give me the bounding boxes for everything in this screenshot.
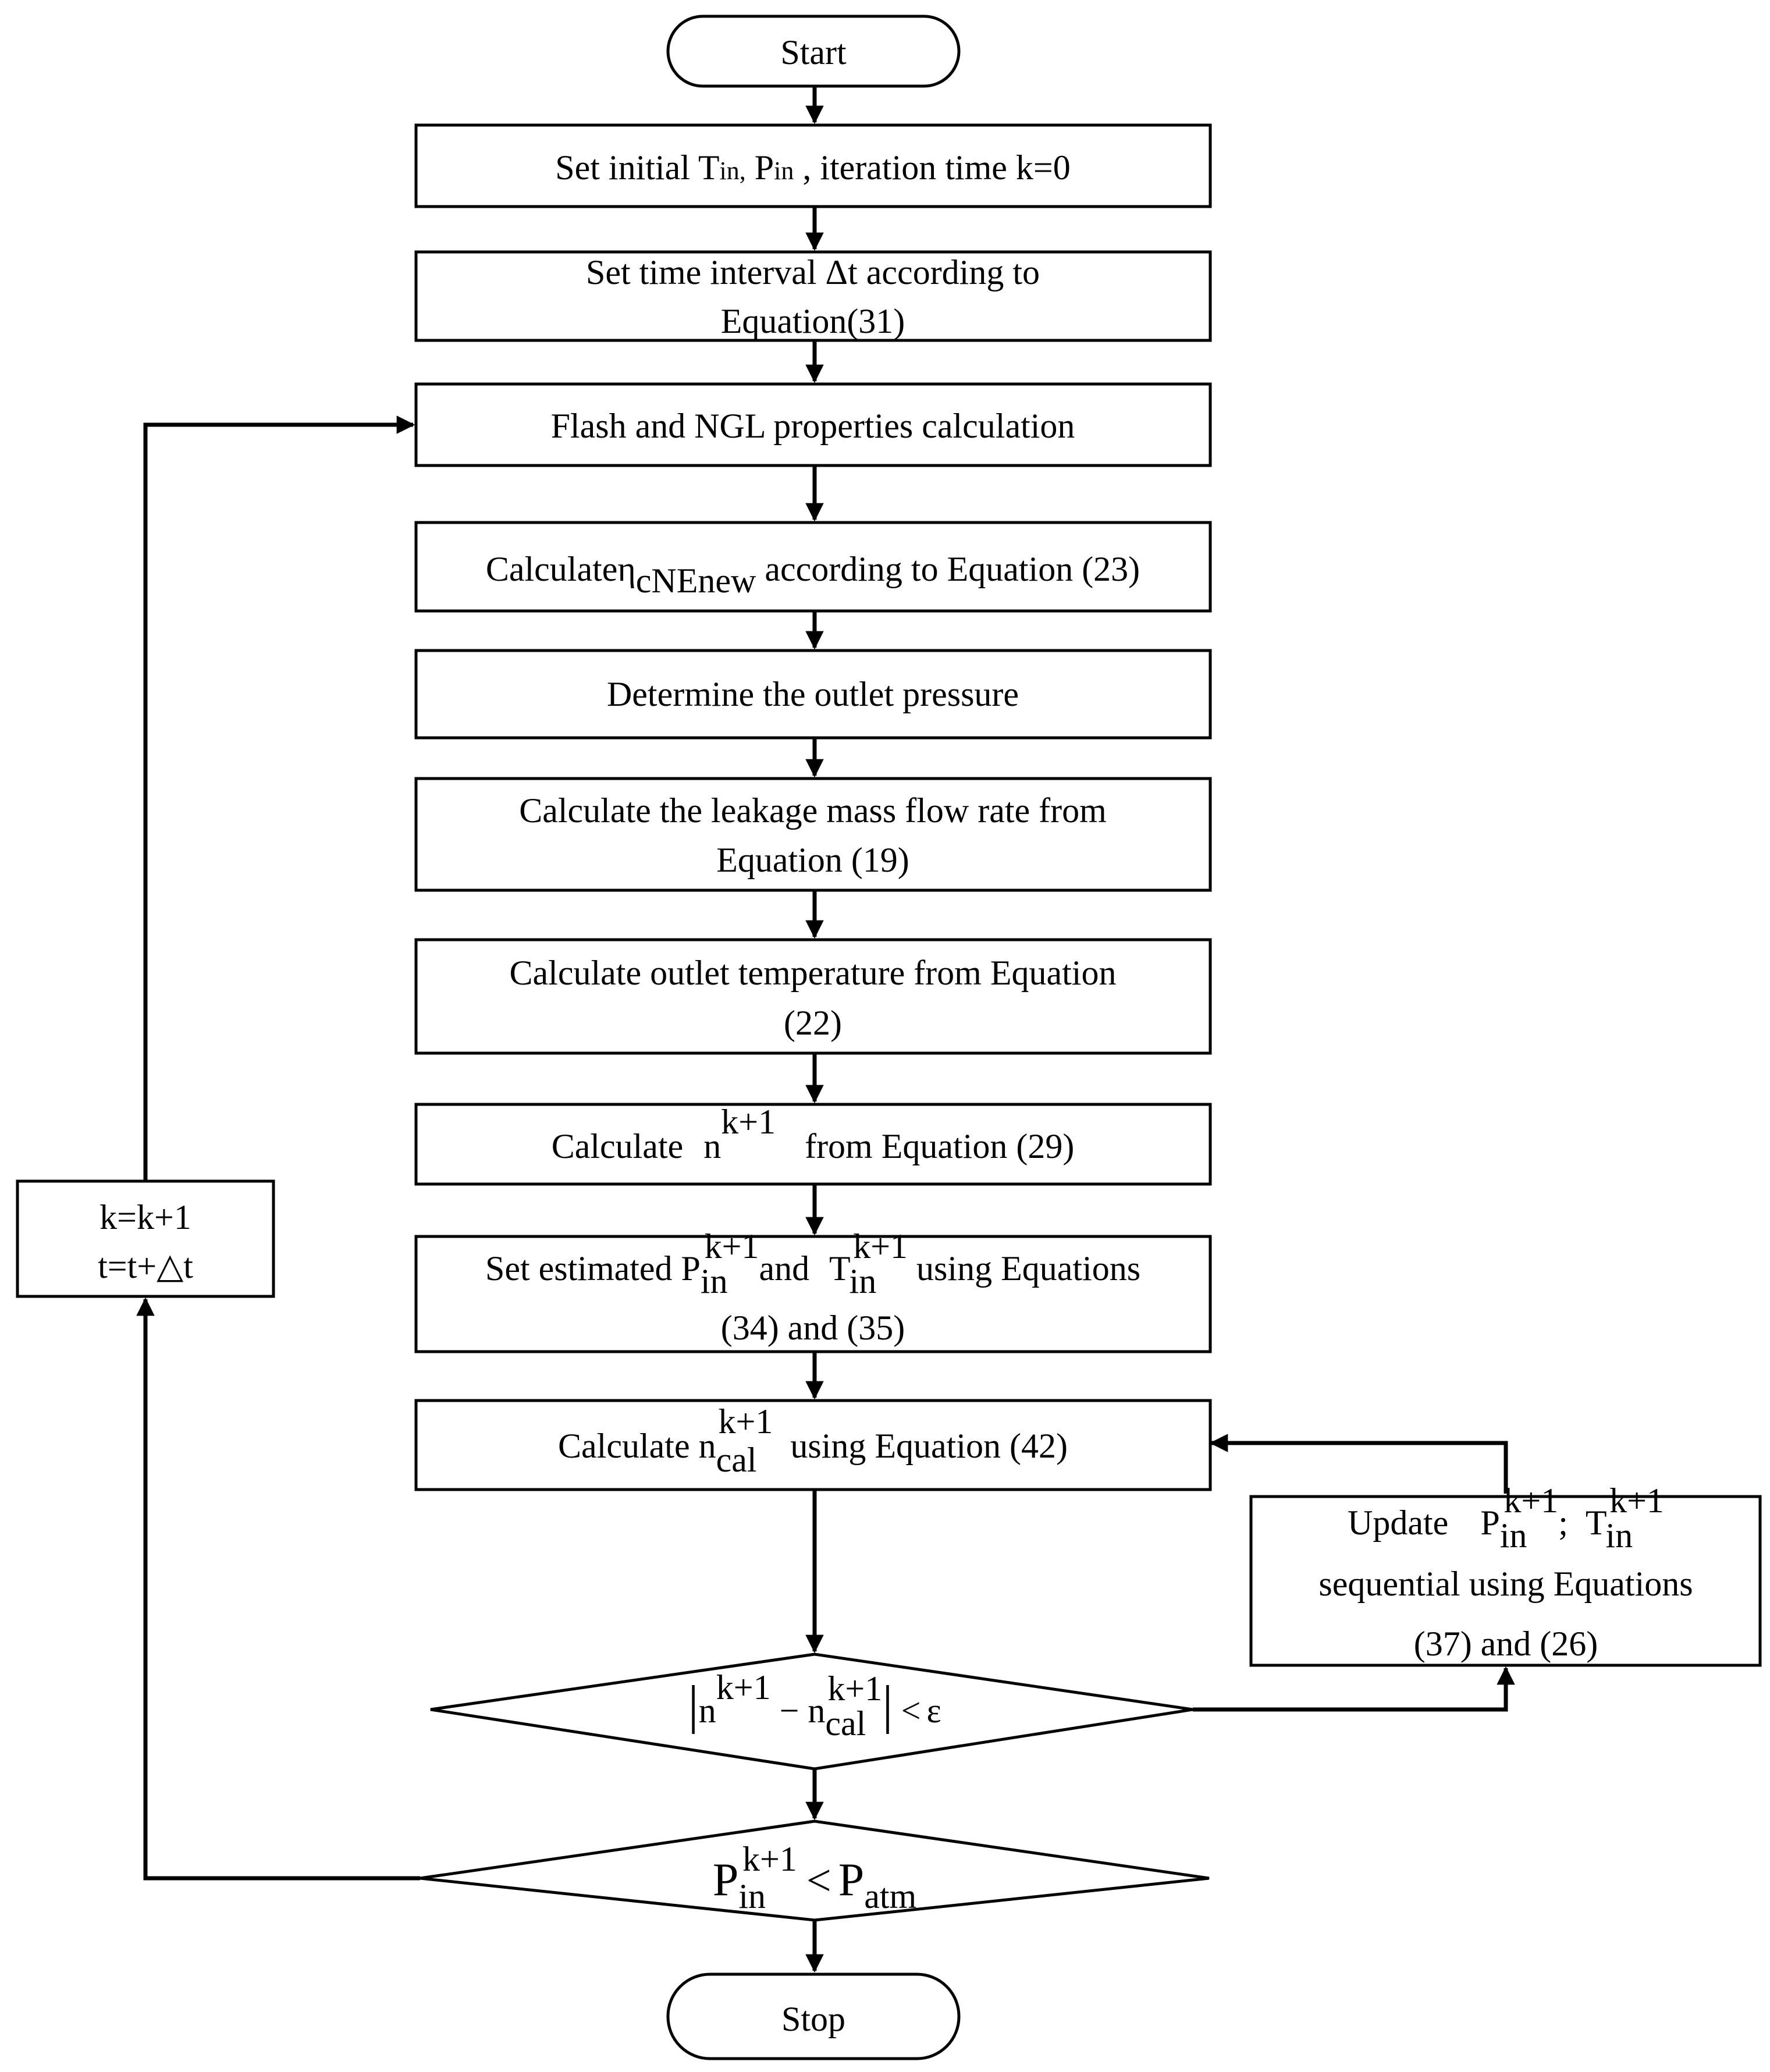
step-outlet-temperature-line1: Calculate outlet temperature from Equati… — [510, 954, 1117, 992]
connectors — [136, 87, 1515, 1973]
arrow-increment-to-step3 — [143, 415, 415, 1181]
step-leakage-line2: Equation (19) — [716, 841, 909, 879]
decision-convergence: |nk+1 − ncalk+1|<ε — [430, 1652, 1193, 1771]
decision-pressure: Pink+1<Patm — [420, 1819, 1210, 1922]
step-set-initial: Set initial Tin, Pin , iteration time k=… — [414, 123, 1212, 208]
step-increment-line2: t=t+△t — [98, 1247, 193, 1285]
step-calculate-n: Calculate nk+1from Equation (29) — [414, 1103, 1212, 1186]
step-update-line3: (37) and (26) — [1414, 1625, 1598, 1663]
step-outlet-pressure-text: Determine the outlet pressure — [607, 675, 1019, 713]
step-increment: k=k+1 t=t+△t — [16, 1179, 275, 1298]
step-update-line1: Update Pink+1;Tink+1 — [1348, 1481, 1664, 1555]
step-calculate-ncal-text: Calculate ncalk+1using Equation (42) — [558, 1402, 1068, 1479]
step-flash-ngl-text: Flash and NGL properties calculation — [551, 407, 1075, 445]
step-outlet-temperature: Calculate outlet temperature from Equati… — [414, 938, 1212, 1055]
step-leakage-line1: Calculate the leakage mass flow rate fro… — [519, 791, 1107, 830]
step-update-line2: sequential using Equations — [1318, 1565, 1693, 1603]
start-label: Start — [780, 33, 847, 72]
step-flash-ngl: Flash and NGL properties calculation — [414, 382, 1212, 467]
decision-convergence-text: |nk+1 − ncalk+1|<ε — [688, 1668, 941, 1743]
step-set-time-interval: Set time interval Δt according to Equati… — [414, 250, 1212, 342]
step-set-estimated-line1: Set estimated Pink+1and Tink+1 using Equ… — [485, 1227, 1140, 1300]
step-update-p-t: Update Pink+1;Tink+1 sequential using Eq… — [1249, 1481, 1762, 1667]
stop-label: Stop — [781, 2000, 845, 2038]
arrow-decision2-to-increment — [136, 1297, 420, 1881]
step-outlet-temperature-line2: (22) — [784, 1004, 842, 1042]
decision-pressure-text: Pink+1<Patm — [713, 1840, 916, 1915]
step-calculate-ncal: Calculate ncalk+1using Equation (42) — [414, 1399, 1212, 1491]
arrow-update-to-step10 — [1209, 1434, 1508, 1494]
step-increment-line1: k=k+1 — [99, 1198, 191, 1236]
step-calculate-eta-text: CalculateηcNEnew according to Equation (… — [486, 550, 1140, 600]
step-set-time-interval-line2: Equation(31) — [721, 302, 905, 340]
stop-terminal: Stop — [666, 1973, 961, 2060]
step-set-initial-text: Set initial Tin, Pin , iteration time k=… — [555, 148, 1070, 187]
arrow-decision1-to-update — [1193, 1666, 1515, 1712]
step-set-estimated: Set estimated Pink+1and Tink+1 using Equ… — [414, 1227, 1212, 1353]
step-leakage-mass-flow: Calculate the leakage mass flow rate fro… — [414, 777, 1212, 892]
step-calculate-n-text: Calculate nk+1from Equation (29) — [552, 1103, 1075, 1165]
step-set-estimated-line2: (34) and (35) — [721, 1309, 905, 1347]
step-set-time-interval-line1: Set time interval Δt according to — [586, 253, 1040, 292]
start-terminal: Start — [666, 15, 961, 88]
step-outlet-pressure: Determine the outlet pressure — [414, 649, 1212, 740]
step-calculate-eta: CalculateηcNEnew according to Equation (… — [414, 521, 1212, 613]
